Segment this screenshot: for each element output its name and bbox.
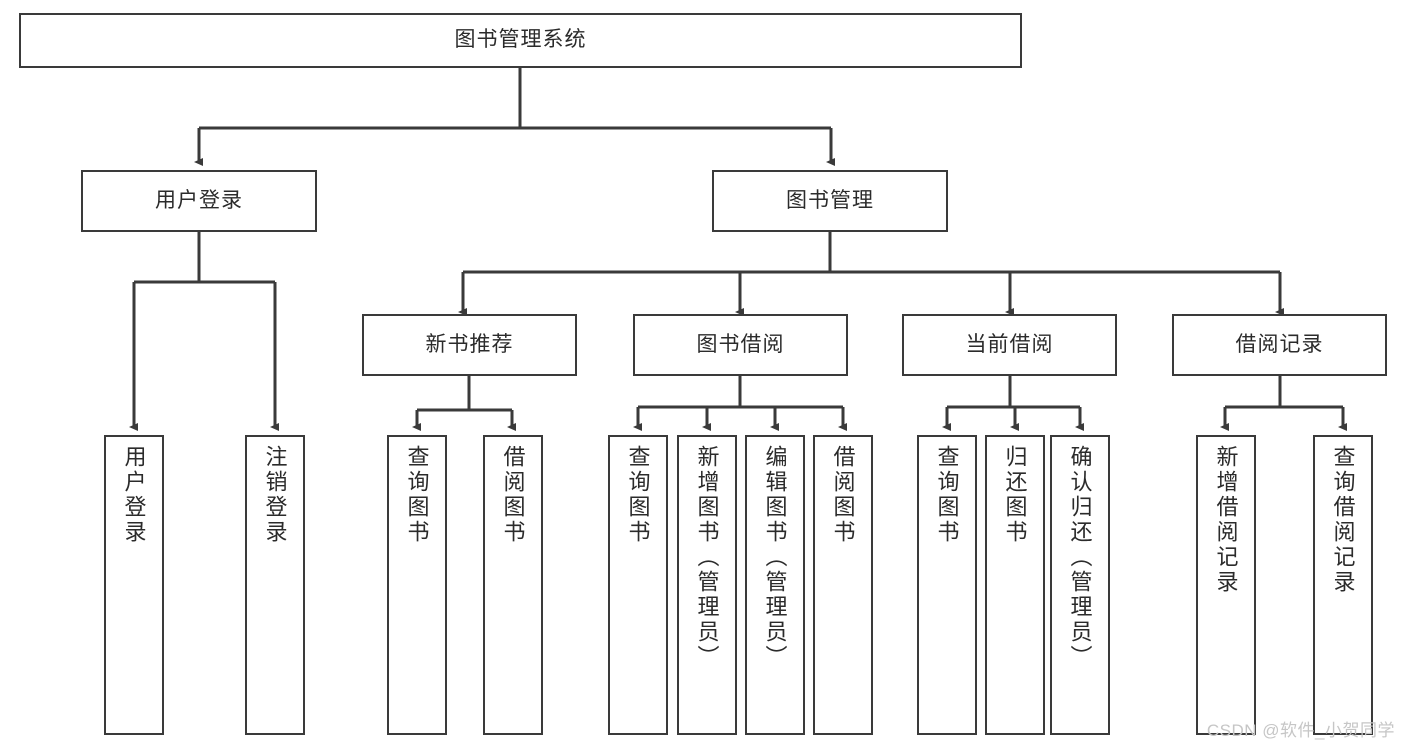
node-label: 当前借阅 xyxy=(965,332,1054,356)
node-leaf-query-book-borrow[interactable]: 查询图书 xyxy=(608,435,668,735)
watermark-text: CSDN @软件_小贺同学 xyxy=(1206,721,1395,740)
node-label: 新增图书（管理员） xyxy=(694,445,720,670)
node-label: 用户登录 xyxy=(155,188,243,212)
node-user-login[interactable]: 用户登录 xyxy=(81,170,317,232)
node-leaf-add-borrow-record[interactable]: 新增借阅记录 xyxy=(1196,435,1256,735)
node-book-borrow[interactable]: 图书借阅 xyxy=(633,314,848,376)
node-label: 确认归还（管理员） xyxy=(1067,445,1093,670)
node-leaf-user-login[interactable]: 用户登录 xyxy=(104,435,164,735)
node-label: 新增借阅记录 xyxy=(1213,445,1239,595)
node-label: 注销登录 xyxy=(262,445,288,545)
node-label: 用户登录 xyxy=(121,445,147,545)
node-label: 借阅记录 xyxy=(1235,332,1324,356)
node-leaf-edit-book-admin[interactable]: 编辑图书（管理员） xyxy=(745,435,805,735)
node-leaf-query-book-recommend[interactable]: 查询图书 xyxy=(387,435,447,735)
node-leaf-query-borrow-record[interactable]: 查询借阅记录 xyxy=(1313,435,1373,735)
node-leaf-confirm-return-admin[interactable]: 确认归还（管理员） xyxy=(1050,435,1110,735)
node-label: 借阅图书 xyxy=(500,445,526,545)
node-borrow-record[interactable]: 借阅记录 xyxy=(1172,314,1387,376)
node-new-book-recommend[interactable]: 新书推荐 xyxy=(362,314,577,376)
node-label: 借阅图书 xyxy=(830,445,856,545)
node-label: 图书借阅 xyxy=(696,332,785,356)
node-label: 查询图书 xyxy=(934,445,960,545)
node-label: 编辑图书（管理员） xyxy=(762,445,788,670)
node-leaf-logout[interactable]: 注销登录 xyxy=(245,435,305,735)
node-leaf-query-book-current[interactable]: 查询图书 xyxy=(917,435,977,735)
node-label: 图书管理 xyxy=(786,188,874,212)
node-label: 新书推荐 xyxy=(425,332,514,356)
node-root-system[interactable]: 图书管理系统 xyxy=(19,13,1022,68)
node-label: 查询图书 xyxy=(625,445,651,545)
node-leaf-return-book[interactable]: 归还图书 xyxy=(985,435,1045,735)
node-label: 查询借阅记录 xyxy=(1330,445,1356,595)
node-label: 图书管理系统 xyxy=(454,28,587,52)
node-leaf-borrow-book[interactable]: 借阅图书 xyxy=(813,435,873,735)
node-leaf-borrow-book-recommend[interactable]: 借阅图书 xyxy=(483,435,543,735)
node-leaf-add-book-admin[interactable]: 新增图书（管理员） xyxy=(677,435,737,735)
node-label: 查询图书 xyxy=(404,445,430,545)
node-book-management[interactable]: 图书管理 xyxy=(712,170,948,232)
node-current-borrow[interactable]: 当前借阅 xyxy=(902,314,1117,376)
node-label: 归还图书 xyxy=(1002,445,1028,545)
